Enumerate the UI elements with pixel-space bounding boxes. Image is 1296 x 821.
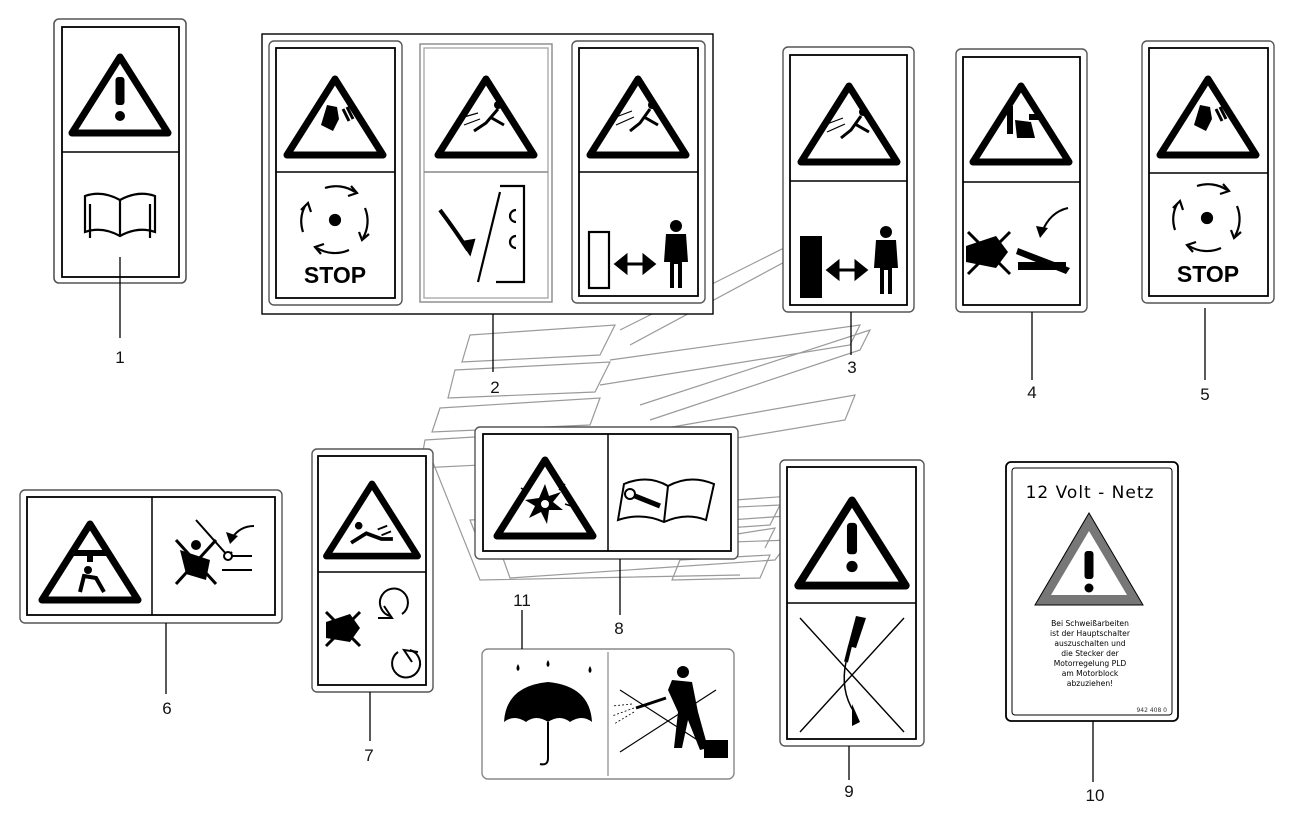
warning-line: die Stecker der <box>1061 649 1119 658</box>
warning-line: Bei Schweißarbeiten <box>1051 619 1129 628</box>
double-arrow-icon <box>825 258 869 282</box>
decal-2b-thrown-objects <box>419 43 553 303</box>
warning-line: auszuschalten und <box>1054 639 1125 648</box>
double-arrow-icon <box>613 252 657 276</box>
machine-block-icon <box>800 236 822 298</box>
callout-8: 8 <box>614 619 623 638</box>
crush-warning-icon <box>973 86 1069 162</box>
warning-line: ist der Hauptschalter <box>1050 629 1131 638</box>
falling-load-warning-icon <box>42 524 138 600</box>
warning-line: abzuziehen! <box>1067 679 1113 688</box>
umbrella-icon <box>504 660 592 766</box>
callout-2: 2 <box>490 378 499 397</box>
no-water-spray-icon <box>611 666 728 758</box>
hand-cut-warning-icon <box>1160 79 1256 155</box>
decal-1-read-manual[interactable] <box>53 18 187 284</box>
leader-lines <box>119 257 1206 782</box>
door-swing-icon <box>438 184 526 284</box>
no-hands-icon <box>324 610 362 648</box>
callout-11: 11 <box>513 591 531 610</box>
callout-9: 9 <box>844 782 853 801</box>
callout-4: 4 <box>1027 383 1036 402</box>
person-crushed-icon <box>174 519 255 586</box>
entanglement-warning-icon <box>326 484 417 556</box>
decal-2-group[interactable]: STOP <box>261 33 714 315</box>
welding-torch-icon <box>799 616 905 733</box>
warning-line: am Motorblock <box>1062 669 1119 678</box>
rotation-arrows-icon <box>378 587 422 679</box>
stop-label: STOP <box>1177 261 1239 287</box>
hand-cut-warning-icon <box>287 79 383 155</box>
label10-warning-text: Bei Schweißarbeiten ist der Hauptschalte… <box>1050 619 1131 688</box>
warning-line: Motorregelung PLD <box>1054 659 1127 668</box>
thrown-objects-warning-icon <box>438 79 534 155</box>
callout-10: 10 <box>1086 786 1105 805</box>
service-manual-icon <box>616 478 716 524</box>
decal-11-keep-dry[interactable] <box>481 648 735 780</box>
warning-triangle-icon <box>72 57 168 133</box>
callout-5: 5 <box>1200 385 1209 404</box>
decal-10-12-volt[interactable]: 12 Volt - Netz Bei Schweißarbeiten ist d… <box>1005 461 1179 722</box>
machine-block-icon <box>587 230 611 290</box>
thrown-objects-warning-icon <box>801 86 897 162</box>
decal-7-entanglement[interactable] <box>311 448 434 693</box>
callout-6: 6 <box>162 699 171 718</box>
callout-labels: 1 2 3 4 5 6 7 8 9 10 11 <box>115 348 1209 805</box>
decal-9-no-welding[interactable] <box>779 459 925 747</box>
decal-4-crush-hazard[interactable] <box>955 48 1088 313</box>
callout-3: 3 <box>847 358 856 377</box>
book-icon <box>83 192 157 238</box>
decal-5-rotating-blade[interactable]: STOP <box>1141 40 1275 304</box>
label10-title: 12 Volt - Netz <box>1026 483 1155 503</box>
no-hands-icon <box>966 230 1012 276</box>
callout-1: 1 <box>115 348 124 367</box>
person-icon <box>664 220 688 288</box>
callout-7: 7 <box>364 746 373 765</box>
decal-2a-rotating-blade: STOP <box>268 40 403 306</box>
decal-6-fall-hazard[interactable] <box>19 489 283 624</box>
closing-lid-icon <box>1016 207 1070 274</box>
decal-3-keep-distance[interactable] <box>782 46 915 313</box>
stop-label: STOP <box>304 262 366 288</box>
decal-2c-keep-distance <box>571 40 706 304</box>
explosion-warning-icon <box>497 460 593 536</box>
person-icon <box>874 226 898 294</box>
part-number: 942 408 0 <box>1136 707 1167 714</box>
warning-triangle-icon <box>798 500 906 585</box>
decal-8-explosion-manual[interactable] <box>474 426 739 560</box>
thrown-objects-warning-icon <box>590 79 686 155</box>
rotating-arrows-icon <box>1172 183 1242 253</box>
hazard-triangle-icon <box>1034 512 1144 606</box>
rotating-arrows-icon <box>300 185 370 255</box>
